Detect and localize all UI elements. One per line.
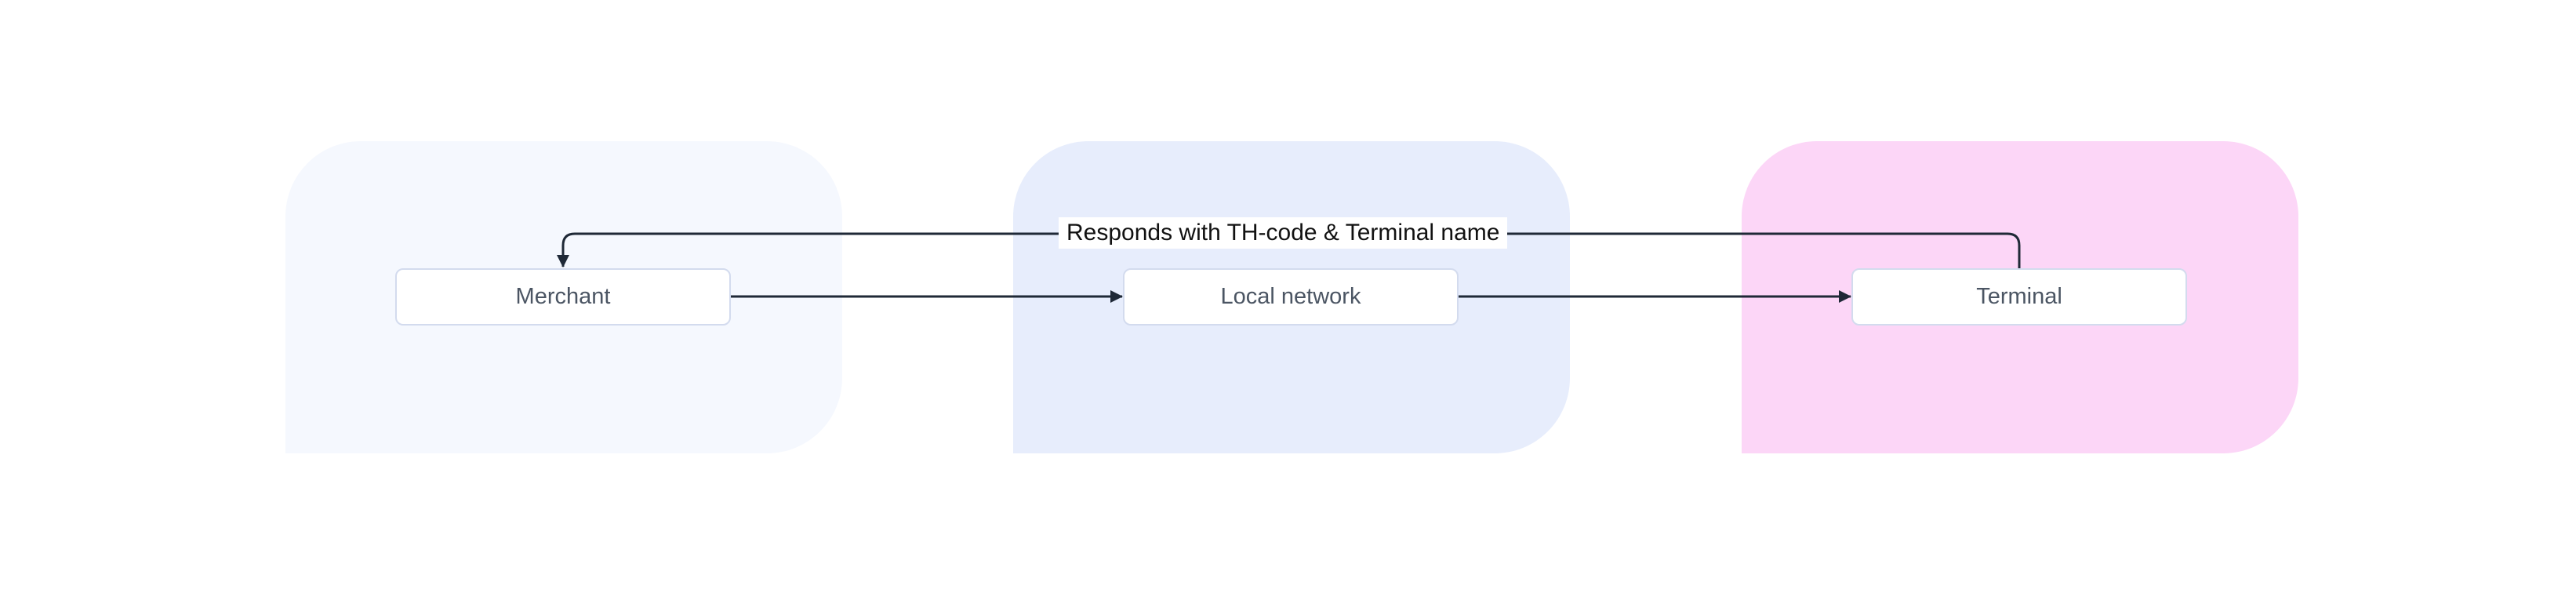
local-network-node[interactable]: Local network xyxy=(1123,268,1459,326)
response-edge-label: Responds with TH-code & Terminal name xyxy=(1059,217,1508,249)
terminal-node[interactable]: Terminal xyxy=(1851,268,2187,326)
merchant-node[interactable]: Merchant xyxy=(395,268,731,326)
